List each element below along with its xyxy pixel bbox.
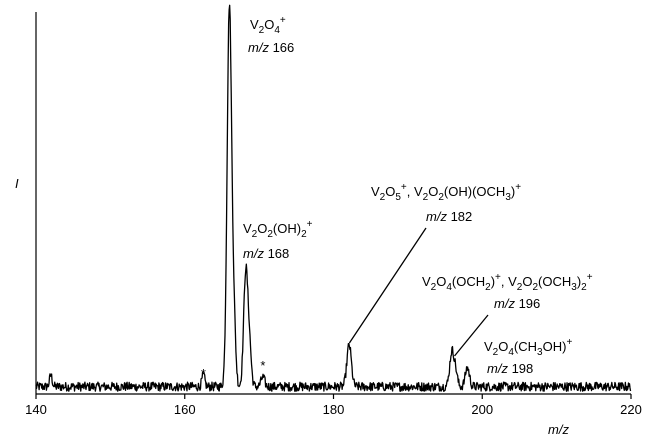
- x-axis-label: m/z: [548, 422, 569, 437]
- x-tick-label-180: 180: [323, 402, 345, 417]
- x-tick-label-160: 160: [174, 402, 196, 417]
- annotation-mz-196: V2O4(OCH2)+, V2O2(OCH3)2+ m/z 196: [422, 272, 593, 311]
- annotation-mz-198: V2O4(CH3OH)+ m/z 198: [484, 337, 572, 376]
- asterisk-marker: *: [260, 358, 265, 373]
- asterisk-marker: *: [201, 366, 206, 381]
- leader-line-182: [348, 227, 427, 344]
- annotation-mz-166: V2O4+ m/z 166: [248, 15, 294, 55]
- asterisk-markers: **: [201, 358, 266, 381]
- annotation-formula: V2O4(CH3OH)+: [484, 337, 572, 358]
- x-tick-label-220: 220: [620, 402, 642, 417]
- annotation-leader-lines: [348, 227, 489, 357]
- spectrum-line: [35, 4, 632, 392]
- annotation-mz: m/z 196: [494, 296, 540, 311]
- annotation-formula: V2O5+, V2O2(OH)(OCH3)+: [371, 182, 521, 203]
- y-axis-label: I: [15, 176, 19, 191]
- annotation-mz: m/z 168: [243, 246, 289, 261]
- annotation-mz: m/z 166: [248, 40, 294, 55]
- annotation-formula: V2O4+: [250, 15, 286, 36]
- annotation-mz: m/z 182: [426, 209, 472, 224]
- annotation-formula: V2O4(OCH2)+, V2O2(OCH3)2+: [422, 272, 593, 293]
- x-tick-label-200: 200: [471, 402, 493, 417]
- x-ticks: 140 160 180 200 220: [25, 394, 642, 417]
- annotation-mz: m/z 198: [487, 361, 533, 376]
- axes: [35, 12, 631, 395]
- leader-line-196: [453, 314, 489, 357]
- annotation-mz-182: V2O5+, V2O2(OH)(OCH3)+ m/z 182: [371, 182, 521, 224]
- x-tick-label-140: 140: [25, 402, 47, 417]
- annotation-formula: V2O2(OH)2+: [243, 219, 313, 240]
- annotation-mz-168: V2O2(OH)2+ m/z 168: [243, 219, 313, 261]
